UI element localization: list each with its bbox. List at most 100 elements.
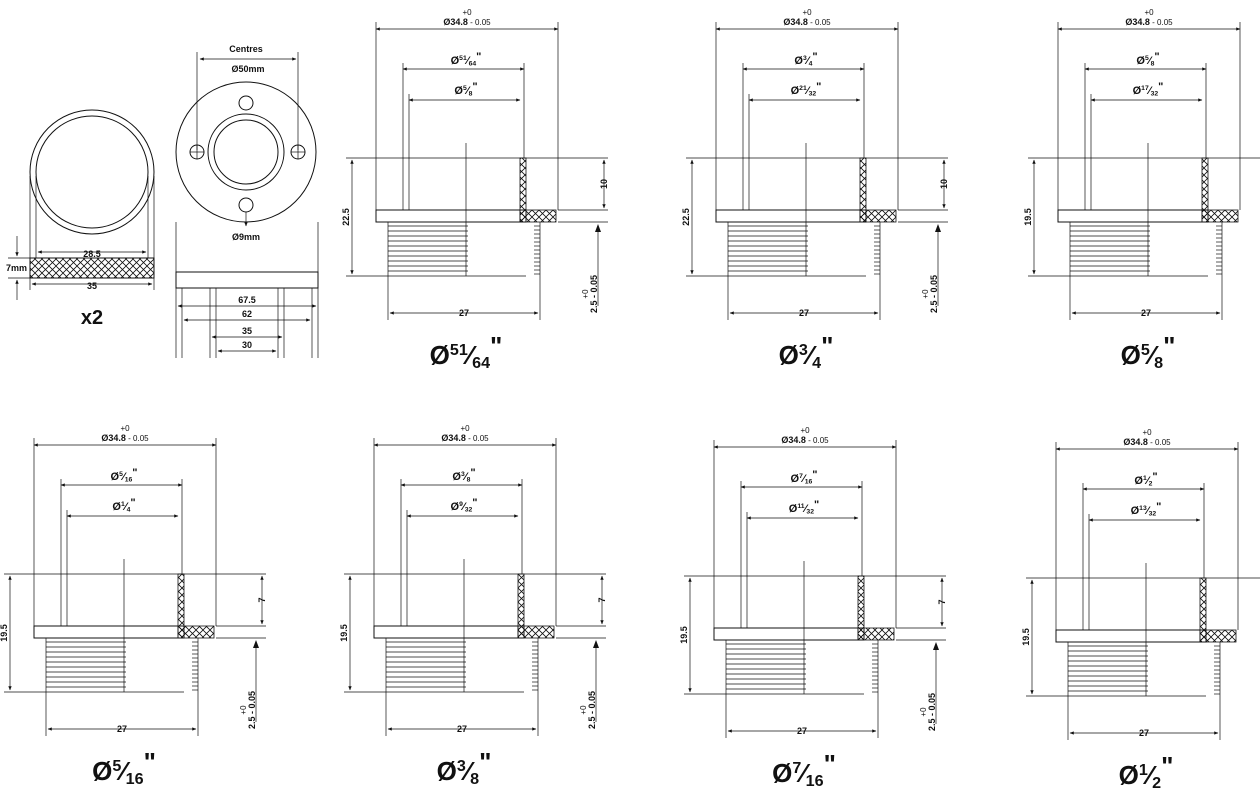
thread-length: 27 [1141, 308, 1151, 318]
thread-length: 27 [799, 308, 809, 318]
flange-width-2: 35 [242, 326, 252, 336]
flange-plate [33, 625, 185, 639]
outer-tol-top: +0 [1142, 428, 1152, 437]
bore-2-label: Ø9⁄32" [451, 497, 478, 514]
o-ring-inner-circle [35, 115, 149, 229]
fitting-caption: Ø3⁄8" [437, 747, 492, 788]
flange-plate [1055, 629, 1207, 643]
bore-2-label: Ø17⁄32" [1133, 81, 1164, 98]
bore-1-label: Ø3⁄4" [794, 51, 817, 68]
outer-diameter: Ø34.8 - 0.05 [101, 433, 149, 443]
thread-length: 27 [1139, 728, 1149, 738]
lip-section [519, 209, 557, 223]
outer-diameter: Ø34.8 - 0.05 [441, 433, 489, 443]
height-label: 19.5 [0, 624, 9, 642]
lip-tolerance: +0 [921, 289, 930, 299]
outer-tol-top: +0 [802, 8, 812, 17]
outer-tol-top: +0 [1144, 8, 1154, 17]
outer-diameter: Ø34.8 - 0.05 [1123, 437, 1171, 447]
shoulder-label: 7 [257, 597, 267, 602]
lip-label: 2.5 - 0.05 [247, 691, 257, 729]
lip-tolerance: +0 [581, 289, 590, 299]
o-ring-thickness: 7mm [6, 263, 27, 273]
lip-section [1201, 209, 1239, 223]
bore-2-label: Ø5⁄8" [454, 81, 477, 98]
lip-tolerance: +0 [579, 705, 588, 715]
o-ring-drawing: 28.5 35 7mm x2 [6, 109, 155, 329]
centres-label: Centres [229, 44, 263, 54]
fitting-caption: Ø5⁄8" [1121, 331, 1176, 372]
fitting-caption: Ø5⁄16" [92, 747, 156, 788]
lip-arrow [595, 224, 601, 232]
thread-length: 27 [457, 724, 467, 734]
flange-width-3: 30 [242, 340, 252, 350]
shoulder-label: 10 [599, 179, 609, 189]
o-ring-outer-circle [29, 109, 155, 235]
bore-1-label: Ø7⁄16" [791, 469, 818, 486]
fitting-caption: Ø3⁄4" [779, 331, 834, 372]
mount-hole-bottom [238, 197, 254, 213]
hole-diameter: Ø9mm [232, 232, 260, 242]
bore-2-label: Ø1⁄4" [112, 497, 135, 514]
flange-plate [375, 209, 527, 223]
thread-length: 27 [459, 308, 469, 318]
lip-section [517, 625, 555, 639]
height-label: 19.5 [1021, 628, 1031, 646]
flange-bore-inner [213, 119, 279, 185]
flange-plate [713, 627, 865, 641]
flange-plate [373, 625, 525, 639]
bore-1-label: Ø1⁄2" [1134, 471, 1157, 488]
lip-section [1199, 629, 1237, 643]
lip-tolerance: +0 [919, 707, 928, 717]
lip-tolerance: +0 [239, 705, 248, 715]
fitting-caption: Ø7⁄16" [772, 749, 836, 790]
bore-2-label: Ø11⁄32" [789, 499, 819, 516]
outer-diameter: Ø34.8 - 0.05 [443, 17, 491, 27]
fitting-caption: Ø1⁄2" [1119, 751, 1174, 792]
lip-section [857, 627, 895, 641]
lip-label: 2.5 - 0.05 [589, 275, 599, 313]
flange-side-view [175, 271, 319, 289]
outer-tol-top: +0 [462, 8, 472, 17]
mount-hole-top [238, 95, 254, 111]
lip-arrow [935, 224, 941, 232]
quantity-label: x2 [81, 307, 103, 329]
lip-section [859, 209, 897, 223]
bore-1-label: Ø3⁄8" [452, 467, 475, 484]
bore-2-label: Ø13⁄32" [1131, 501, 1162, 518]
lip-arrow [933, 642, 939, 650]
shoulder-label: 7 [597, 597, 607, 602]
shoulder-label: 10 [939, 179, 949, 189]
fitting-caption: Ø51⁄64" [430, 331, 503, 372]
height-label: 19.5 [339, 624, 349, 642]
outer-diameter: Ø34.8 - 0.05 [783, 17, 831, 27]
height-label: 19.5 [1023, 208, 1033, 226]
lip-label: 2.5 - 0.05 [927, 693, 937, 731]
height-label: 22.5 [341, 208, 351, 226]
height-label: 22.5 [681, 208, 691, 226]
thread-length: 27 [117, 724, 127, 734]
thread-length: 27 [797, 726, 807, 736]
lip-arrow [253, 640, 259, 648]
o-ring-inner-width: 28.5 [83, 249, 101, 259]
outer-diameter: Ø34.8 - 0.05 [1125, 17, 1173, 27]
flange-width-1: 62 [242, 309, 252, 319]
height-label: 19.5 [679, 626, 689, 644]
flange-width-0: 67.5 [238, 295, 256, 305]
lip-arrow [593, 640, 599, 648]
outer-tol-top: +0 [800, 426, 810, 435]
bore-2-label: Ø21⁄32" [791, 81, 822, 98]
flange-drawing: Centres Ø50mm Ø9mm 67.5 62 35 30 [175, 44, 319, 358]
outer-diameter: Ø34.8 - 0.05 [781, 435, 829, 445]
outer-tol-top: +0 [120, 424, 130, 433]
centres-diameter: Ø50mm [231, 64, 264, 74]
flange-plate [1057, 209, 1209, 223]
